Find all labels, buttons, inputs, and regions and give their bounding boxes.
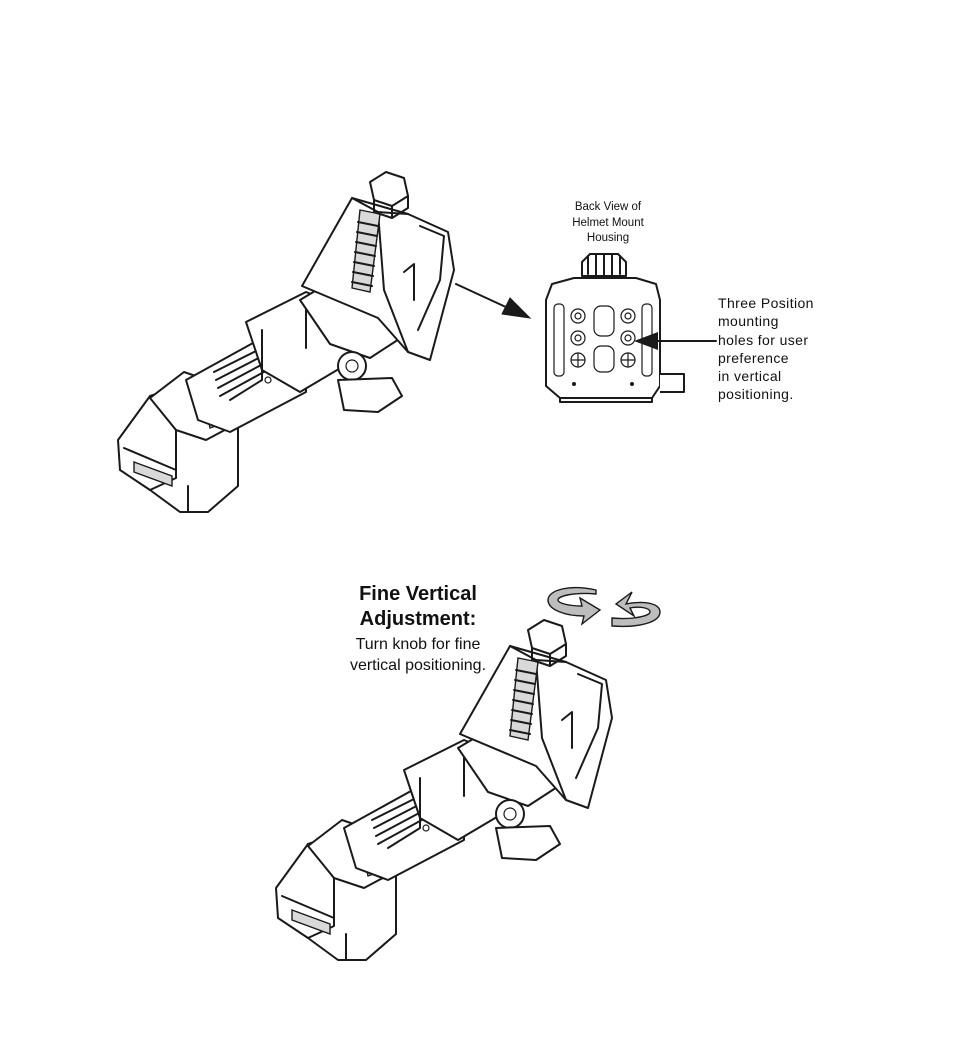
note-line: positioning. [718, 386, 794, 403]
arrow-icon [455, 283, 532, 319]
note-line: mounting [718, 313, 779, 330]
rotation-arrows-icon [547, 586, 661, 628]
note-line: Three Position [718, 295, 814, 311]
note-line: in vertical [718, 368, 782, 385]
caption-line: Housing [586, 232, 630, 244]
fine-adjustment-body: Turn knob for fine vertical positioning. [318, 634, 518, 676]
title-line: Fine Vertical [359, 583, 477, 605]
fine-adjustment-title: Fine Vertical Adjustment: [318, 582, 518, 632]
note-line: holes for user [718, 331, 809, 348]
caption-line: Back View of [574, 201, 642, 213]
helmet-mount-icon [275, 619, 613, 961]
back-view-caption: Back View of Helmet Mount Housing [548, 200, 668, 247]
body-line: Turn knob for fine [355, 636, 481, 653]
helmet-mount-icon [117, 171, 455, 513]
note-line: preference [718, 349, 789, 366]
arrow-icon [634, 332, 717, 350]
caption-line: Helmet Mount [572, 216, 644, 229]
housing-back-view-icon [545, 253, 685, 403]
mounting-holes-note: Three Position mounting holes for user p… [718, 294, 858, 404]
title-line: Adjustment: [359, 608, 477, 630]
body-line: vertical positioning. [349, 657, 487, 674]
